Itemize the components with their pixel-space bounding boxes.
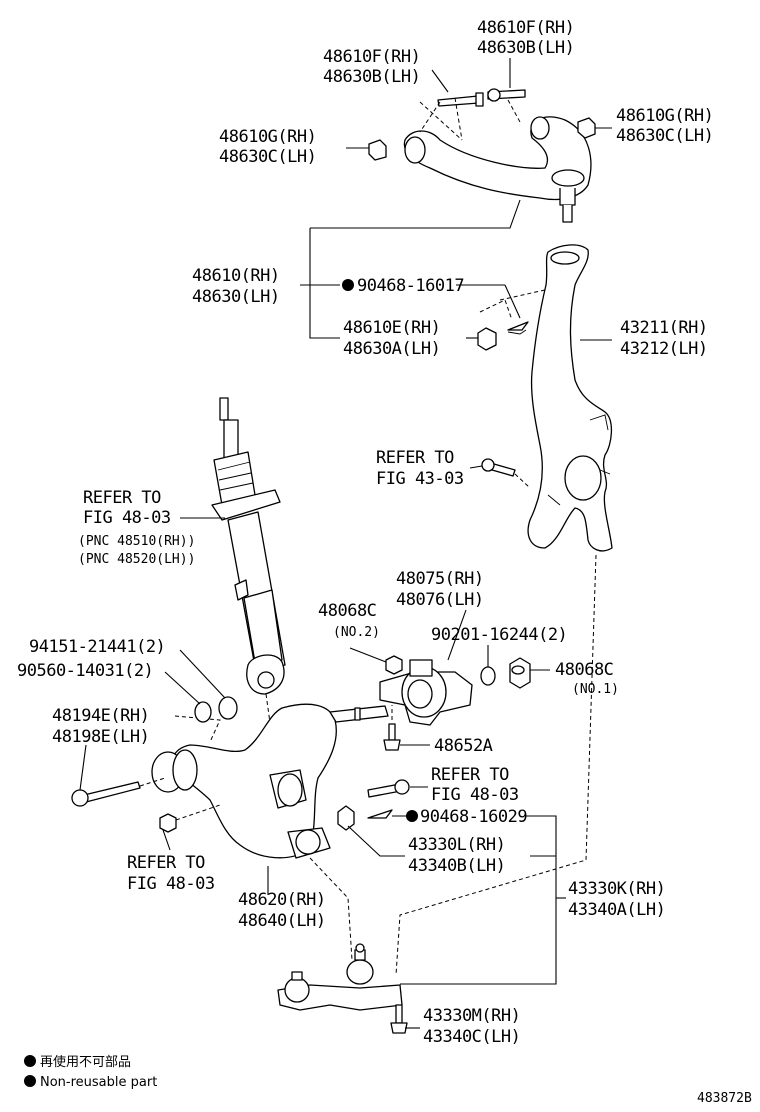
svg-text:43340C(LH): 43340C(LH): [423, 1027, 520, 1047]
castle-nut-upper: [477, 327, 497, 351]
svg-text:43212(LH): 43212(LH): [620, 339, 708, 359]
lower-arm-nut: [159, 813, 177, 833]
ball-joint-bolt: [390, 1004, 408, 1034]
non-reusable-dot-upper: [342, 279, 354, 291]
label-no2: (NO.2): [333, 625, 380, 640]
label-bolt-b: 90560-14031(2): [17, 661, 153, 681]
label-ua-bolt: 48610F(RH) 48630B(LH): [323, 47, 421, 87]
label-ua-bush-right: 48610G(RH) 48630C(LH): [616, 106, 714, 146]
cotter-pin-upper: [507, 321, 529, 335]
label-pin-lower: 90468-16029: [420, 807, 527, 827]
svg-text:REFER TO: REFER TO: [127, 853, 205, 873]
label-refer-43: REFER TO FIG 43-03: [376, 448, 464, 489]
svg-text:43340B(LH): 43340B(LH): [408, 856, 505, 876]
svg-text:REFER TO: REFER TO: [431, 765, 509, 785]
svg-text:REFER TO: REFER TO: [83, 488, 161, 508]
svg-text:FIG 48-03: FIG 48-03: [431, 785, 519, 805]
legend-dot-jp: [24, 1055, 36, 1067]
label-lower-joint: 43330L(RH) 43340B(LH): [408, 835, 506, 876]
svg-text:48610E(RH): 48610E(RH): [343, 318, 440, 338]
label-bolt-48652a: 48652A: [434, 736, 493, 756]
label-bracket: 48075(RH) 48076(LH): [396, 569, 484, 610]
lower-control-arm: [151, 703, 389, 859]
label-pnc: (PNC 48510(RH)) (PNC 48520(LH)): [78, 534, 195, 567]
svg-text:48194E(RH): 48194E(RH): [52, 706, 149, 726]
svg-text:43330K(RH): 43330K(RH): [568, 879, 665, 899]
label-bj-bolt: 43330M(RH) 43340C(LH): [423, 1006, 521, 1047]
svg-text:43211(RH): 43211(RH): [620, 318, 708, 338]
svg-text:(PNC 48520(LH)): (PNC 48520(LH)): [78, 552, 195, 567]
svg-text:48610G(RH): 48610G(RH): [616, 106, 713, 126]
label-ua-bush-left: 48610G(RH) 48630C(LH): [219, 127, 317, 167]
svg-text:FIG 48-03: FIG 48-03: [127, 874, 215, 894]
svg-text:48630B(LH): 48630B(LH): [323, 67, 420, 87]
steering-knuckle: [527, 244, 613, 552]
label-no1: (NO.1): [572, 682, 619, 697]
label-ua-bolt-top: 48610F(RH) 48630B(LH): [477, 18, 575, 58]
label-pin-upper: 90468-16017: [357, 276, 464, 296]
lower-arm-bracket: [379, 659, 473, 726]
bracket-nut-no2: [385, 655, 403, 675]
label-ua-nut: 48610E(RH) 48630A(LH): [343, 318, 441, 359]
upper-arm-nut-bolt: [487, 88, 526, 102]
lower-ball-joint: [277, 943, 403, 1011]
lower-arm-bolt: [71, 781, 141, 807]
svg-text:48630A(LH): 48630A(LH): [343, 339, 440, 359]
label-ball-joint: 43330K(RH) 43340A(LH): [568, 879, 666, 920]
svg-text:43340A(LH): 43340A(LH): [568, 900, 665, 920]
legend-en: Non-reusable part: [40, 1075, 157, 1090]
svg-text:48198E(LH): 48198E(LH): [52, 727, 149, 747]
shock-nut: [194, 701, 212, 723]
mid-bolt: [367, 779, 410, 798]
svg-text:FIG 48-03: FIG 48-03: [83, 508, 171, 528]
legend-jp: 再使用不可部品: [40, 1054, 131, 1070]
label-bolt-a: 94151-21441(2): [29, 637, 165, 657]
svg-text:48620(RH): 48620(RH): [238, 890, 326, 910]
label-nut-no1: 48068C: [555, 660, 613, 680]
label-refer-left: REFER TO FIG 48-03: [127, 853, 215, 894]
svg-text:43330L(RH): 43330L(RH): [408, 835, 505, 855]
svg-text:43330M(RH): 43330M(RH): [423, 1006, 520, 1026]
label-nut-no2: 48068C: [318, 601, 376, 621]
upper-control-arm: [403, 116, 592, 223]
svg-text:48630C(LH): 48630C(LH): [219, 147, 316, 167]
label-lower-arm: 48620(RH) 48640(LH): [238, 890, 326, 931]
upper-arm-bolt: [437, 92, 484, 107]
upper-arm-bushing-right: [577, 117, 596, 139]
svg-text:REFER TO: REFER TO: [376, 448, 454, 468]
washer-bolt: [480, 666, 496, 686]
bolt-48652a: [383, 723, 401, 751]
legend: 再使用不可部品 Non-reusable part: [24, 1054, 157, 1090]
bracket-nut-no1: [509, 657, 531, 689]
label-washer-bolt: 90201-16244(2): [431, 625, 567, 645]
shock-absorber: [211, 397, 286, 695]
knuckle-bolt: [481, 458, 516, 477]
figure-id: 483872B: [697, 1091, 752, 1106]
svg-text:48610G(RH): 48610G(RH): [219, 127, 316, 147]
svg-text:(PNC 48510(RH)): (PNC 48510(RH)): [78, 534, 195, 549]
castle-nut-lower: [337, 805, 355, 831]
label-refer-shock: REFER TO FIG 48-03: [83, 488, 171, 528]
svg-text:48640(LH): 48640(LH): [238, 911, 326, 931]
label-upper-arm: 48610(RH) 48630(LH): [192, 266, 280, 307]
upper-arm-bushing-left: [368, 139, 387, 161]
non-reusable-dot-lower: [406, 810, 418, 822]
svg-text:48076(LH): 48076(LH): [396, 590, 484, 610]
svg-text:48610F(RH): 48610F(RH): [477, 18, 574, 38]
svg-text:48630(LH): 48630(LH): [192, 287, 280, 307]
legend-dot-en: [24, 1075, 36, 1087]
svg-text:FIG 43-03: FIG 43-03: [376, 469, 464, 489]
cotter-pin-lower: [367, 809, 393, 819]
label-knuckle: 43211(RH) 43212(LH): [620, 318, 708, 359]
shock-bolt: [218, 696, 238, 720]
label-refer-mid: REFER TO FIG 48-03: [431, 765, 519, 805]
svg-text:48630C(LH): 48630C(LH): [616, 126, 713, 146]
svg-text:48610(RH): 48610(RH): [192, 266, 280, 286]
svg-text:48610F(RH): 48610F(RH): [323, 47, 420, 67]
svg-text:48075(RH): 48075(RH): [396, 569, 484, 589]
svg-text:48630B(LH): 48630B(LH): [477, 38, 574, 58]
label-la-bolt: 48194E(RH) 48198E(LH): [52, 706, 150, 747]
